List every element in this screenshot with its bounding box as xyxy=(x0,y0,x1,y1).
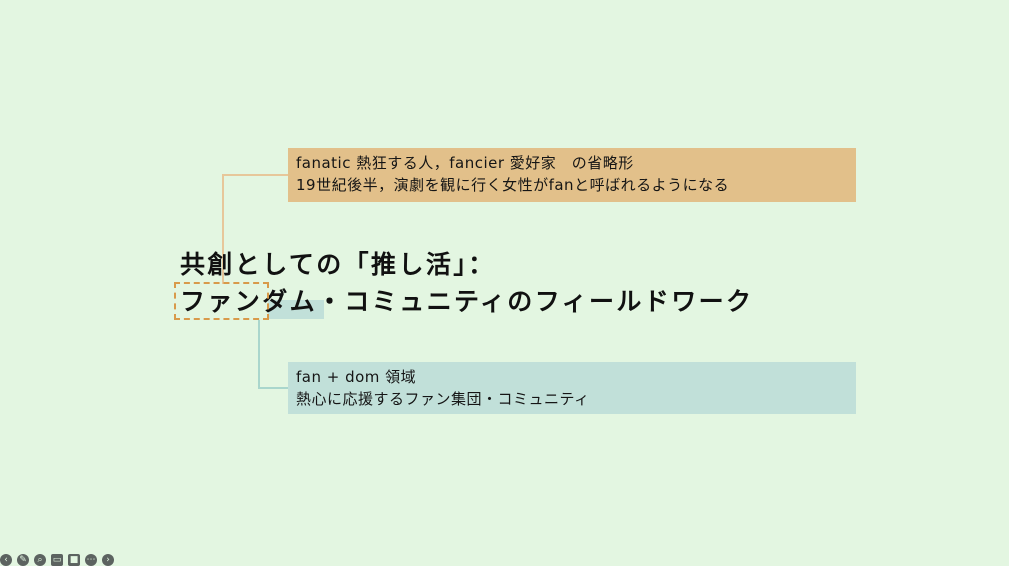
connector-bottom-horizontal xyxy=(258,387,288,389)
slide-title-line-1: 共創としての「推し活」： xyxy=(180,250,496,279)
fan-etymology-note: fanatic 熱狂する人，fancier 愛好家 の省略形 19世紀後半，演劇… xyxy=(288,148,856,202)
fandom-definition-note: fan + dom 領域 熱心に応援するファン集団・コミュニティ xyxy=(288,362,856,414)
zoom-icon[interactable]: ⌕ xyxy=(34,553,46,566)
fandom-definition-line-2: 熱心に応援するファン集団・コミュニティ xyxy=(296,390,590,408)
arrow-right-icon[interactable]: › xyxy=(102,553,114,566)
fandom-definition-line-1: fan + dom 領域 xyxy=(296,368,417,386)
title-highlight-bar xyxy=(268,300,324,319)
slide-title-line-2: ファンダム・コミュニティのフィールドワーク xyxy=(180,287,754,316)
more-icon[interactable]: ⋯ xyxy=(85,553,97,566)
captions-icon[interactable]: ▭ xyxy=(51,553,63,566)
pen-icon[interactable]: ✎ xyxy=(17,553,29,566)
presentation-controls: ‹ ✎ ⌕ ▭ ■ ⋯ › xyxy=(0,553,114,566)
fan-etymology-line-1: fanatic 熱狂する人，fancier 愛好家 の省略形 xyxy=(296,154,634,172)
connector-top-horizontal xyxy=(222,174,288,176)
connector-top-vertical xyxy=(222,174,224,284)
connector-bottom-vertical xyxy=(258,320,260,388)
fan-highlight-frame xyxy=(174,282,269,320)
fan-etymology-line-2: 19世紀後半，演劇を観に行く女性がfanと呼ばれるようになる xyxy=(296,176,730,194)
arrow-left-icon[interactable]: ‹ xyxy=(0,553,12,566)
video-icon[interactable]: ■ xyxy=(68,553,80,566)
slide-title: 共創としての「推し活」： ファンダム・コミュニティのフィールドワーク xyxy=(180,246,753,320)
